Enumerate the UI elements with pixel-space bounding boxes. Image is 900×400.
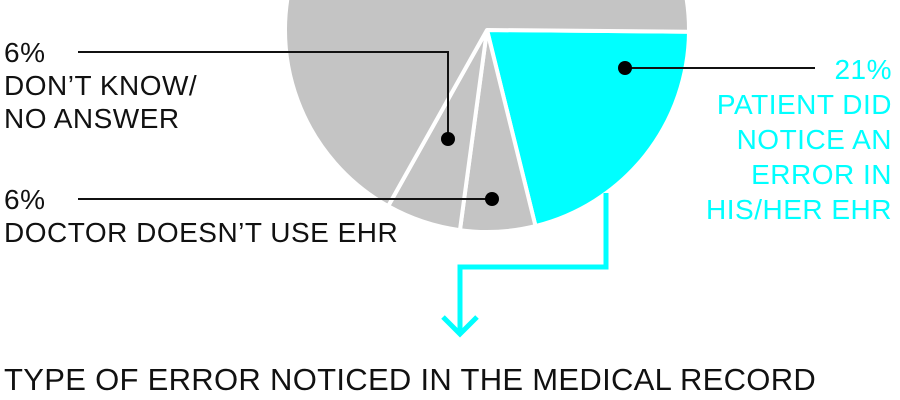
label-patient-line2: NOTICE AN xyxy=(736,124,892,155)
arrow-line xyxy=(457,193,609,334)
leader-line-dont-know xyxy=(78,51,449,140)
label-patient-line1: PATIENT DID xyxy=(716,89,892,120)
label-patient-line4: HIS/HER EHR xyxy=(706,194,892,225)
label-dont-know-line1: DON’T KNOW/ xyxy=(4,70,198,101)
dot-dont-know xyxy=(441,132,455,146)
label-doctor-pct: 6% xyxy=(4,184,46,215)
chart-title: TYPE OF ERROR NOTICED IN THE MEDICAL REC… xyxy=(4,362,817,397)
dot-doctor xyxy=(485,192,499,206)
label-patient-line3: ERROR IN xyxy=(751,159,892,190)
label-doctor-no-ehr: 6% DOCTOR DOESN’T USE EHR xyxy=(4,183,398,249)
label-patient-error: 21% PATIENT DID NOTICE AN ERROR IN HIS/H… xyxy=(706,52,892,227)
label-patient-pct: 21% xyxy=(834,54,892,85)
dot-patient xyxy=(618,61,632,75)
label-dont-know-line2: NO ANSWER xyxy=(4,103,180,134)
label-dont-know-pct: 6% xyxy=(4,37,46,68)
pie-slice-patient-noticed-error xyxy=(485,28,691,229)
label-doctor-line1: DOCTOR DOESN’T USE EHR xyxy=(4,217,399,248)
label-dont-know: 6% DON’T KNOW/ NO ANSWER xyxy=(4,36,197,135)
arrow-down-icon xyxy=(441,315,479,338)
